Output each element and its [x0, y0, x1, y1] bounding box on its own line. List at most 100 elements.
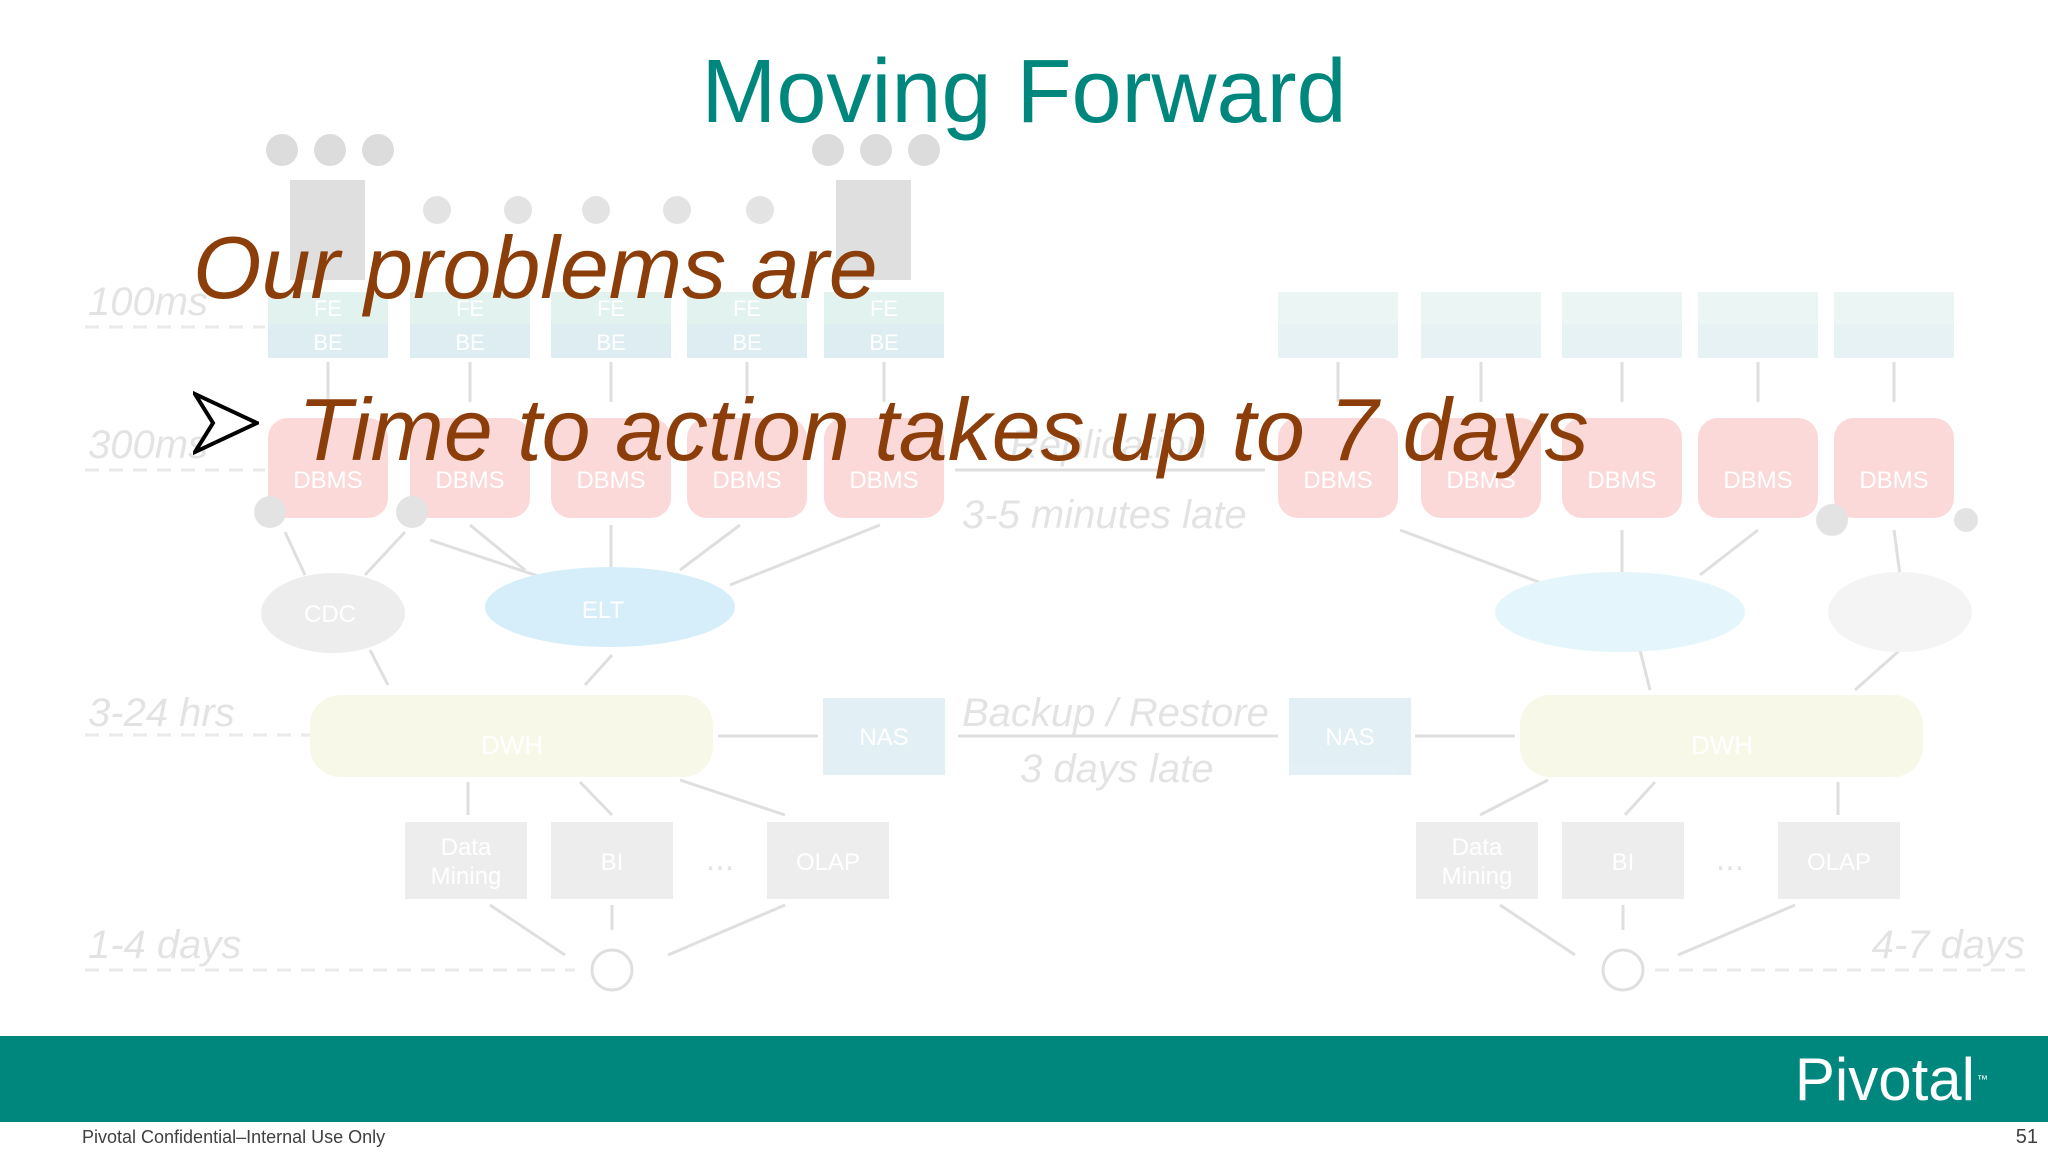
latency-label: 4-7 days	[1872, 923, 2025, 967]
dwh-cylinder	[1520, 695, 1923, 777]
dbms-label: DBMS	[293, 467, 362, 494]
arrow	[363, 530, 407, 577]
fe-box	[824, 292, 944, 324]
fe-label: FE	[733, 296, 761, 321]
be-label: BE	[313, 330, 342, 355]
server-icon	[836, 180, 911, 280]
latency-label: 3-24 hrs	[88, 691, 235, 735]
latency-label: 100ms	[88, 280, 208, 324]
dwh-label: DWH	[1691, 730, 1753, 760]
data-mining-label: Mining	[1442, 863, 1513, 890]
crowd-icon	[860, 134, 892, 166]
dwh-cylinder	[310, 695, 713, 777]
ellipsis: ...	[706, 840, 734, 878]
olap-label: OLAP	[796, 849, 860, 876]
logo-text: Pivotal	[1794, 1046, 1975, 1113]
fe-label: FE	[597, 296, 625, 321]
be-box	[410, 324, 530, 358]
arrow	[1677, 903, 1796, 957]
fe-box	[1278, 292, 1398, 324]
crowd-icon	[314, 134, 346, 166]
olap-box	[767, 822, 889, 899]
arrow	[583, 653, 614, 687]
crowd-icon	[812, 134, 844, 166]
bi-box	[551, 822, 673, 899]
bi-label: BI	[601, 849, 624, 876]
arrow	[1479, 778, 1549, 817]
dbms-label: DBMS	[435, 467, 504, 494]
latency-label: 1-4 days	[88, 923, 241, 967]
person-icon	[663, 196, 691, 224]
footer-bar	[0, 1036, 2048, 1122]
arrow	[1699, 528, 1759, 577]
olap-label: OLAP	[1807, 849, 1871, 876]
replication-delay: 3-5 minutes late	[962, 493, 1247, 537]
arrow	[578, 780, 614, 817]
confidentiality-notice: Pivotal Confidential–Internal Use Only	[82, 1127, 386, 1147]
fe-box	[268, 292, 388, 324]
latency-label: 300ms	[88, 423, 208, 467]
nas-label: NAS	[859, 724, 908, 751]
arrow	[429, 538, 566, 587]
bullet-text: Time to action takes up to 7 days	[298, 380, 1589, 479]
arrow	[368, 649, 390, 686]
slide-heading: Our problems are	[193, 218, 878, 317]
arrow	[1623, 780, 1657, 817]
crowd-icon	[908, 134, 940, 166]
be-box	[1698, 324, 1818, 358]
trademark-symbol: ™	[1977, 1074, 1988, 1086]
fe-box	[687, 292, 807, 324]
gear-icon	[254, 496, 286, 528]
arrow	[489, 903, 566, 957]
data-mining-label: Mining	[431, 863, 502, 890]
person-icon	[504, 196, 532, 224]
dbms-cylinder	[551, 418, 671, 518]
dbms-label: DBMS	[1723, 467, 1792, 494]
be-label: BE	[869, 330, 898, 355]
crowd-icon	[266, 134, 298, 166]
arrow	[1399, 528, 1561, 592]
dwh-label: DWH	[481, 730, 543, 760]
arrow	[729, 523, 881, 587]
fe-label: FE	[314, 296, 342, 321]
replication-label: Replication	[1010, 423, 1208, 467]
fe-box	[1562, 292, 1682, 324]
slide-title: Moving Forward	[701, 42, 1347, 142]
dbms-cylinder	[1278, 418, 1398, 518]
be-label: BE	[455, 330, 484, 355]
be-box	[687, 324, 807, 358]
be-label: BE	[732, 330, 761, 355]
data-mining-label: Data	[1452, 834, 1503, 861]
fe-box	[410, 292, 530, 324]
backup-delay: 3 days late	[1020, 747, 1213, 791]
person-icon	[746, 196, 774, 224]
dbms-cylinder	[410, 418, 530, 518]
olap-box	[1778, 822, 1900, 899]
be-box	[268, 324, 388, 358]
dbms-label: DBMS	[1859, 467, 1928, 494]
person-icon	[582, 196, 610, 224]
be-box	[1834, 324, 1954, 358]
dbms-cylinder	[1698, 418, 1818, 518]
gear-icon	[396, 496, 428, 528]
be-label: BE	[596, 330, 625, 355]
gear-icon	[1816, 504, 1848, 536]
dbms-label: DBMS	[1587, 467, 1656, 494]
data-mining-box	[1416, 822, 1538, 899]
fe-label: FE	[870, 296, 898, 321]
arrow	[667, 903, 786, 957]
dbms-cylinder	[1562, 418, 1682, 518]
dbms-label: DBMS	[849, 467, 918, 494]
fe-label: FE	[456, 296, 484, 321]
fe-box	[1421, 292, 1541, 324]
nas-box	[823, 698, 945, 775]
fe-box	[1698, 292, 1818, 324]
cdc-cloud	[1828, 572, 1972, 652]
nas-box	[1289, 698, 1411, 775]
gear-icon	[1954, 508, 1978, 532]
arrow	[469, 523, 526, 572]
cdc-label: CDC	[304, 601, 356, 628]
